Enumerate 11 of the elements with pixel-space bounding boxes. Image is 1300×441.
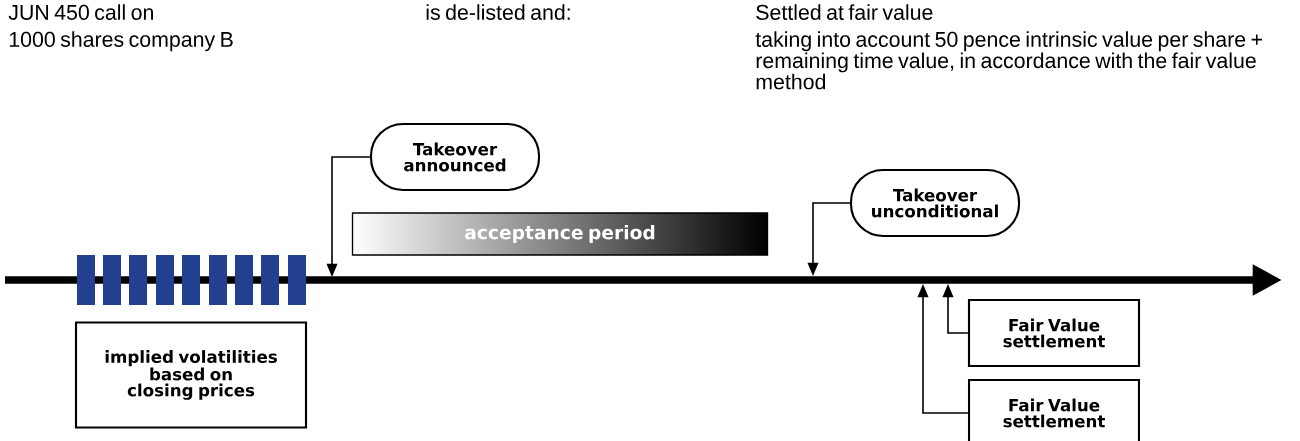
event-bubble: Takeover announced <box>369 122 541 192</box>
period-bar: acceptance period <box>351 212 769 256</box>
event-bubble: Takeover unconditional <box>849 168 1021 238</box>
note-text: JUN 450 call on <box>8 4 153 20</box>
note-text: Settled at fair value <box>756 4 933 20</box>
note-text: taking into account 50 pence intrinsic value per share + remaining time value, in accordance with the fair value method <box>755 31 1262 90</box>
note-text: is de-listed and: <box>426 4 570 20</box>
note-box: implied volatilities based on closing prices <box>74 321 308 429</box>
note-box: Fair Value settlement <box>967 298 1141 368</box>
note-box: Fair Value settlement <box>967 378 1141 441</box>
note-text: 1000 shares company B <box>9 31 233 52</box>
